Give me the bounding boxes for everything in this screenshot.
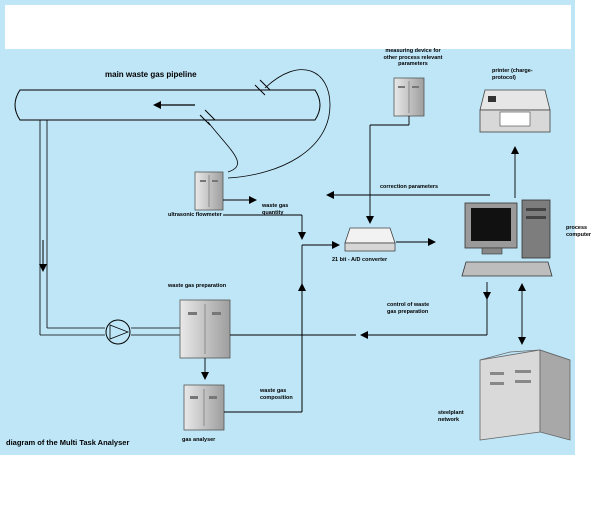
main-pipeline bbox=[14, 79, 321, 126]
converter-label: 21 bit - A/D converter bbox=[332, 257, 388, 263]
sensor-cable-2 bbox=[207, 121, 238, 173]
waste-gas-quantity-label: waste gas quantity bbox=[262, 203, 289, 216]
sampling-line bbox=[39, 120, 180, 336]
gas-analyser-label: gas analyser bbox=[182, 437, 216, 443]
header-white-band bbox=[5, 5, 571, 49]
ultrasonic-flowmeter-icon bbox=[194, 171, 224, 211]
printer-label: printer (charge-protocol) bbox=[492, 68, 533, 81]
correction-parameters-label: correction parameters bbox=[380, 184, 439, 190]
connection-lines bbox=[201, 116, 526, 413]
network-server-icon bbox=[479, 349, 571, 441]
gas-analyser-icon bbox=[183, 384, 225, 431]
measuring-device-icon bbox=[393, 77, 425, 117]
control-preparation-label: control of waste gas preparation bbox=[387, 302, 430, 315]
pump-icon bbox=[105, 319, 131, 345]
ultrasonic-flowmeter-label: ultrasonic flowmeter bbox=[168, 212, 222, 218]
steelplant-network-label: steelplant network bbox=[438, 410, 464, 423]
diagram-caption: diagram of the Multi Task Analyser bbox=[6, 438, 130, 447]
printer-icon bbox=[479, 89, 551, 133]
sensor-cable bbox=[227, 69, 331, 179]
waste-gas-preparation-label: waste gas preparation bbox=[168, 283, 227, 289]
measuring-device-label: measuring device for other process relev… bbox=[383, 48, 443, 67]
waste-gas-composition-label: waste gas composition bbox=[260, 388, 293, 401]
process-computer-label: process computer bbox=[566, 225, 592, 238]
ad-converter-icon bbox=[344, 227, 396, 252]
waste-gas-preparation-icon bbox=[179, 299, 231, 359]
process-computer-icon bbox=[461, 199, 553, 277]
pipeline-label: main waste gas pipeline bbox=[105, 70, 197, 79]
